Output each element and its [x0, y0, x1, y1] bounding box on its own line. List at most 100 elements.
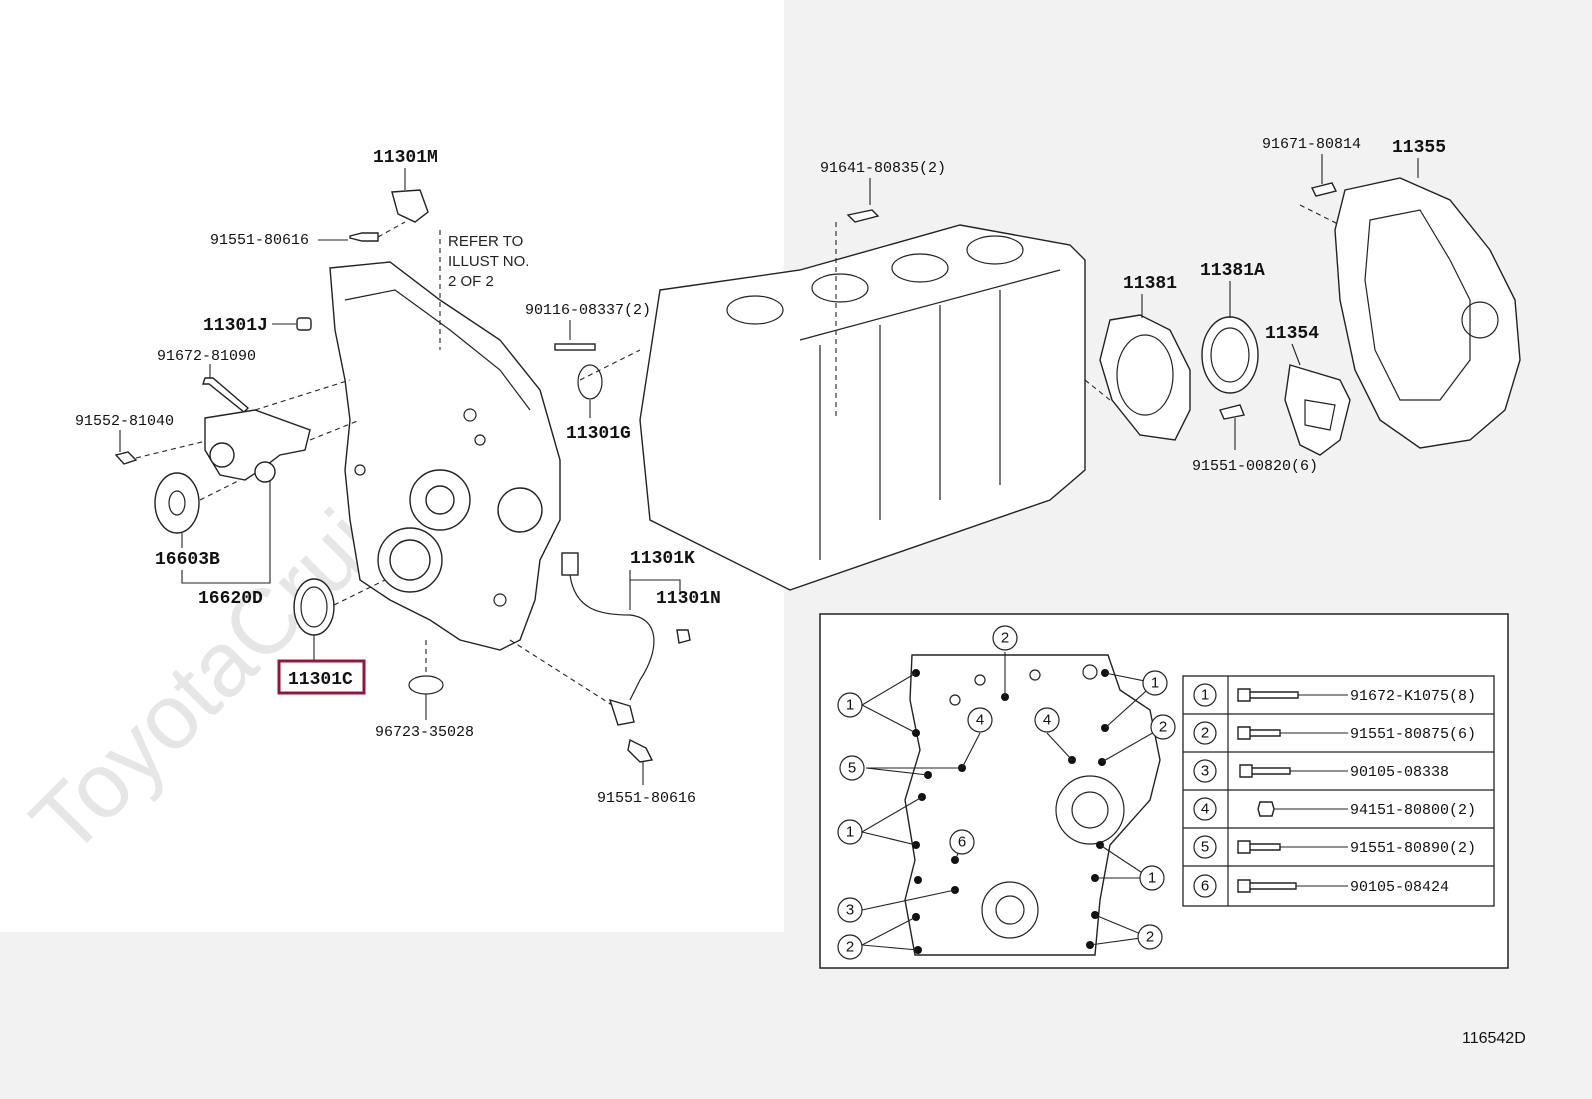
legend-part-5: 91551-80890(2): [1350, 840, 1476, 857]
legend-bolt-icon: [1237, 726, 1281, 740]
legend-bolt-icon: [1237, 840, 1281, 854]
legend-bolt-icon: [1239, 764, 1291, 778]
sensor-wire: [569, 574, 655, 701]
pump-outlet: [497, 487, 543, 533]
label-11301C[interactable]: 11301C: [288, 670, 353, 690]
label-91551-80616-a: 91551-80616: [210, 232, 309, 249]
legend-num-1: 1: [1201, 687, 1209, 704]
legend-part-1: 91672-K1075(8): [1350, 688, 1476, 705]
cylinder-block: [639, 224, 1086, 591]
inset-leaders: [861, 652, 1164, 951]
legend-bolt-icon: [1237, 688, 1299, 702]
tensioner-pivot: [209, 442, 235, 468]
bolt-91671-80814: [1310, 182, 1338, 197]
idler-pulley-hub: [168, 490, 186, 516]
svg-text:6: 6: [958, 834, 966, 851]
legend-num-4: 4: [1201, 801, 1209, 818]
svg-text:2: 2: [1159, 719, 1167, 736]
label-11381A: 11381A: [1200, 261, 1265, 281]
refer-note-line1: REFER TO: [448, 233, 523, 250]
end-plate-11355: [1334, 177, 1521, 449]
bolt-91551-80616-b: [627, 738, 654, 763]
legend-num-5: 5: [1201, 839, 1209, 856]
label-11301K: 11301K: [630, 549, 695, 569]
plate-11354: [1284, 364, 1351, 456]
plug-11301J: [296, 317, 312, 331]
legend-part-3: 90105-08338: [1350, 764, 1449, 781]
refer-note-line3: 2 OF 2: [448, 273, 494, 290]
cylinder-bore-4: [966, 235, 1024, 265]
plate-11354-window: [1304, 399, 1336, 431]
rear-oil-seal-inner: [1210, 327, 1250, 383]
svg-text:1: 1: [846, 697, 854, 714]
svg-text:5: 5: [848, 760, 856, 777]
inset-pump-bore: [1055, 775, 1125, 845]
svg-text:1: 1: [1148, 870, 1156, 887]
label-11301G: 11301G: [566, 424, 631, 444]
label-96723-35028: 96723-35028: [375, 724, 474, 741]
cylinder-bore-1: [726, 295, 784, 325]
connector-11301K: [561, 552, 579, 576]
legend-num-3: 3: [1201, 763, 1209, 780]
water-pump-hub: [425, 485, 455, 515]
bolt-legend-table: 1 91672-K1075(8) 2 91551-80875(6) 3 9010…: [1182, 675, 1495, 907]
label-11381: 11381: [1123, 274, 1177, 294]
end-plate-11355-inner: [1364, 209, 1471, 401]
inset-crank-bore-inner: [995, 895, 1025, 925]
diagram-id: 116542D: [1462, 1030, 1526, 1047]
label-91551-00820: 91551-00820(6): [1192, 458, 1318, 475]
label-91672-81090: 91672-81090: [157, 348, 256, 365]
idler-pulley-16603B: [154, 472, 200, 534]
bolt-91552-81040: [114, 451, 138, 465]
label-11301J: 11301J: [203, 316, 268, 336]
cam-position-sensor: [391, 189, 429, 223]
cover-hole: [354, 464, 366, 476]
legend-nut-icon: [1257, 801, 1275, 817]
label-90116-08337: 90116-08337(2): [525, 302, 651, 319]
label-11301M: 11301M: [373, 148, 438, 168]
svg-text:4: 4: [1043, 712, 1051, 729]
label-91552-81040: 91552-81040: [75, 413, 174, 430]
label-91551-80616-b: 91551-80616: [597, 790, 696, 807]
legend-part-4: 94151-80800(2): [1350, 802, 1476, 819]
svg-text:4: 4: [976, 712, 984, 729]
cylinder-bore-3: [891, 253, 949, 283]
tensioner-mount: [254, 461, 276, 483]
legend-bolt-icon: [1237, 879, 1297, 893]
legend-num-2: 2: [1201, 725, 1209, 742]
crank-sensor: [608, 698, 635, 726]
svg-text:1: 1: [1151, 675, 1159, 692]
legend-part-6: 90105-08424: [1350, 879, 1449, 896]
retainer-bore: [1116, 334, 1174, 416]
svg-text:2: 2: [1001, 630, 1009, 647]
seal-retainer-11381: [1099, 314, 1191, 441]
cover-hole: [463, 408, 477, 422]
end-plate-hole: [1461, 301, 1499, 339]
stud-90116-08337: [554, 343, 596, 351]
cover-hole: [474, 434, 486, 446]
clamp-11301N: [676, 629, 691, 644]
cover-rib: [344, 289, 531, 411]
label-11355: 11355: [1392, 138, 1446, 158]
inset-callout-circles: 1 2 1 4 4 2 5 1 6 1 3 2 2: [837, 625, 1176, 960]
o-ring-11301G: [577, 364, 603, 400]
label-11301N: 11301N: [656, 589, 721, 609]
svg-text:1: 1: [846, 824, 854, 841]
label-16620D: 16620D: [198, 589, 263, 609]
inset-crank-bore: [981, 881, 1039, 939]
label-11354: 11354: [1265, 324, 1319, 344]
label-16603B: 16603B: [155, 550, 220, 570]
legend-num-6: 6: [1201, 878, 1209, 895]
oil-seal-inner: [300, 586, 328, 628]
svg-text:2: 2: [846, 939, 854, 956]
bolt-91551-00820: [1219, 404, 1245, 420]
bolt-91641-80835: [846, 209, 880, 223]
label-91641-80835: 91641-80835(2): [820, 160, 946, 177]
svg-text:3: 3: [846, 902, 854, 919]
label-91671-80814: 91671-80814: [1262, 136, 1361, 153]
block-ribs: [819, 290, 1001, 560]
cylinder-bore-2: [811, 273, 869, 303]
inset-pump-bore-inner: [1071, 791, 1109, 829]
crank-seal-inner: [389, 539, 431, 581]
refer-note-line2: ILLUST NO.: [448, 253, 529, 270]
